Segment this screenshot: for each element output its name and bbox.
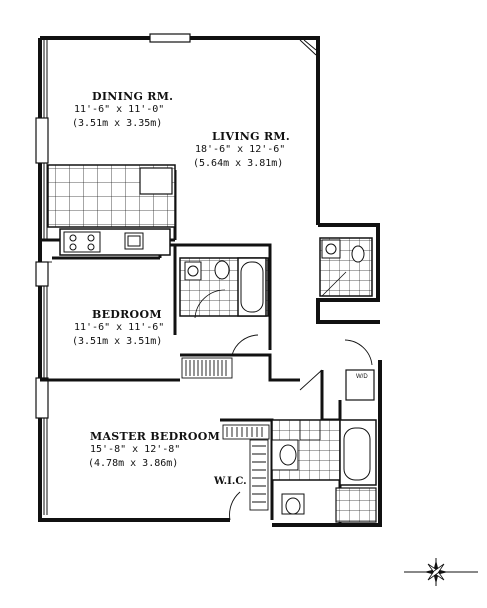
- doors: [40, 261, 373, 521]
- washer-dryer-closet: [345, 369, 375, 401]
- living-room-name: LIVING RM.: [212, 130, 290, 143]
- dining-room-name: DINING RM.: [92, 90, 174, 103]
- walk-in-closet-label: W.I.C.: [214, 476, 247, 487]
- dining-room-metric: (3.51m x 3.35m): [72, 118, 163, 129]
- bedroom-name: BEDROOM: [92, 308, 162, 321]
- windows: [35, 33, 317, 515]
- bedroom-metric: (3.51m x 3.51m): [72, 336, 163, 347]
- living-room-dimensions: 18'-6" x 12'-6": [195, 144, 286, 155]
- dining-room-dimensions: 11'-6" x 11'-0": [74, 104, 165, 115]
- closets: [181, 357, 321, 511]
- kitchen: [47, 164, 176, 256]
- bedroom-dimensions: 11'-6" x 11'-6": [74, 322, 165, 333]
- master-bedroom-metric: (4.78m x 3.86m): [88, 458, 179, 469]
- master-bedroom-dimensions: 15'-8" x 12'-8": [90, 444, 181, 455]
- master-bathroom: [271, 419, 377, 523]
- exterior-walls: [38, 36, 382, 527]
- north-arrow-icon: [404, 558, 478, 586]
- powder-room: [319, 237, 373, 297]
- master-bedroom-name: MASTER BEDROOM: [90, 430, 221, 443]
- washer-dryer-label: W/D: [356, 374, 368, 380]
- main-bathroom: [179, 257, 269, 319]
- living-room-metric: (5.64m x 3.81m): [193, 158, 284, 169]
